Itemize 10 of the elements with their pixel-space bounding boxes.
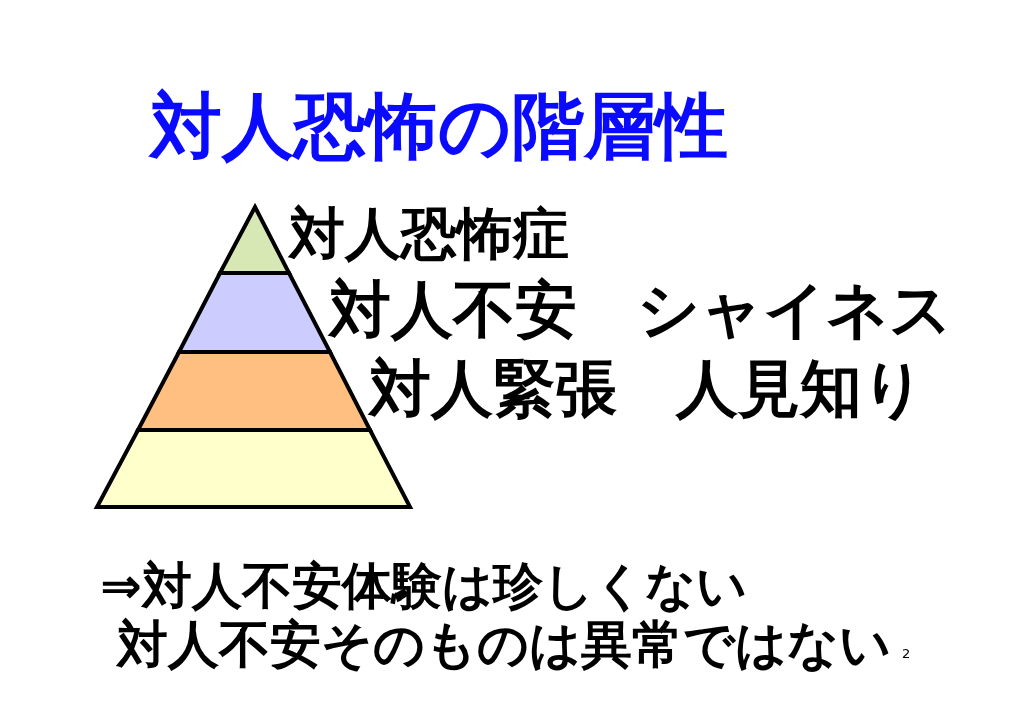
pyramid-layer [92,425,415,512]
layer-label: 対人不安 [329,279,577,341]
layer-label: 対人緊張 [369,358,617,420]
note-text: ⇒対人不安体験は珍しくない [100,561,747,611]
slide-title: 対人恐怖の階層性 [150,90,728,162]
layer-label: シャイネス [637,279,952,341]
layer-label: 人見知り [676,358,925,420]
page-number: 2 [902,647,911,660]
note-text: 対人不安そのものは異常ではない [117,619,891,670]
layer-label: 対人恐怖症 [289,206,569,262]
